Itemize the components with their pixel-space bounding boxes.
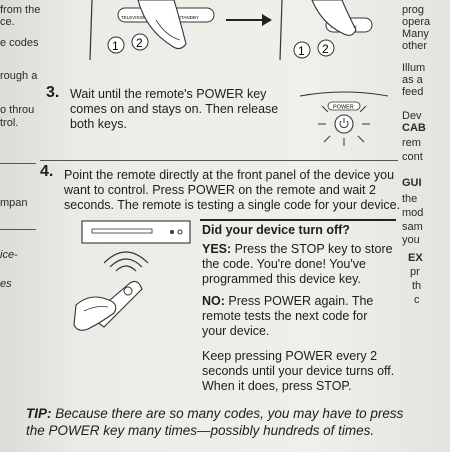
right-margin-text: sam: [402, 221, 423, 233]
panel-heading: Did your device turn off?: [202, 223, 350, 237]
left-margin-text: ice-: [0, 249, 18, 261]
tip-label: TIP:: [26, 406, 52, 421]
left-margin-text: mpan: [0, 197, 28, 209]
left-margin-text: trol.: [0, 117, 19, 129]
yes-text: programmed this device key.: [202, 272, 361, 286]
right-margin-text: c: [414, 294, 420, 306]
step-number: 3.: [46, 84, 60, 101]
right-margin-text: other: [402, 40, 428, 52]
keep-text: seconds until your device turns off.: [202, 364, 395, 378]
button-label: STANDBY: [178, 15, 199, 20]
step-text-line: want to control. Press POWER on the remo…: [64, 183, 376, 197]
no-label: NO:: [202, 294, 225, 308]
no-text: your device.: [202, 324, 270, 338]
step-text-line: seconds. The remote is testing a single …: [64, 198, 401, 212]
hand-icon: [73, 296, 117, 331]
right-margin-text: cont: [402, 151, 423, 163]
right-margin-text: prog: [402, 4, 425, 16]
left-margin-text: ce.: [0, 16, 15, 28]
left-margin-text: es: [0, 278, 12, 290]
keep-text: Keep pressing POWER every 2: [202, 349, 378, 363]
yes-text: Press the STOP key to store: [231, 242, 393, 256]
device-icon: [81, 220, 191, 244]
right-margin-text: opera: [402, 16, 431, 28]
step-text-line: Wait until the remote's POWER key: [70, 87, 267, 101]
section-divider: [40, 160, 398, 161]
power-key-illustration: POWER: [299, 91, 389, 146]
left-margin-text: from the: [0, 4, 41, 16]
right-margin-text: feed: [402, 86, 424, 98]
panel-top-rule: [200, 219, 396, 221]
right-margin-text: Dev: [402, 110, 422, 122]
right-margin-text: rem: [402, 137, 421, 149]
right-margin-text: you: [402, 234, 420, 246]
hand-pressing-keys-illustration: TELEVISION STANDBY 1 2 TELEVISION 1 2: [89, 0, 373, 61]
signal-waves-icon: [103, 251, 149, 272]
tip-note: TIP: Because there are so many codes, yo…: [26, 405, 446, 439]
step-text-line: comes on and stays on. Then release: [70, 102, 279, 116]
no-block: NO: Press POWER again. The remote tests …: [202, 294, 398, 339]
number-key: 1: [298, 44, 305, 58]
step-text-line: both keys.: [70, 117, 127, 131]
step-text: Point the remote directly at the front p…: [64, 168, 400, 213]
left-margin-rule: [0, 163, 36, 164]
step-text: Wait until the remote's POWER key comes …: [70, 87, 278, 132]
left-margin-text: rough a: [0, 70, 38, 82]
yes-block: YES: Press the STOP key to store the cod…: [202, 242, 398, 287]
number-key: 2: [136, 36, 143, 50]
yes-label: YES:: [202, 242, 232, 256]
step-text-line: Point the remote directly at the front p…: [64, 168, 395, 182]
number-key: 2: [322, 42, 329, 56]
right-margin-text: Many: [402, 28, 429, 40]
right-margin-text: the: [402, 193, 418, 205]
right-margin-text: Illum: [402, 62, 426, 74]
step-number: 4.: [40, 163, 54, 180]
no-text: remote tests the next code for: [202, 309, 368, 323]
tip-text: the POWER key many times—possibly hundre…: [26, 423, 375, 438]
left-margin-text: o throu: [0, 104, 35, 116]
right-margin-text: CAB: [402, 122, 426, 134]
right-margin-text: as a: [402, 74, 423, 86]
right-margin-text: EX: [408, 252, 423, 264]
remote-pointing-illustration: [73, 220, 191, 331]
number-key: 1: [112, 39, 119, 53]
left-margin-rule: [0, 229, 36, 230]
yes-text: the code. You're done! You've: [202, 257, 366, 271]
no-text: Press POWER again. The: [224, 294, 374, 308]
right-margin-text: pr: [410, 266, 420, 278]
tip-text: Because there are so many codes, you may…: [51, 406, 404, 421]
button-label: TELEVISION: [121, 15, 148, 20]
keep-text: When it does, press STOP.: [202, 379, 352, 393]
right-margin-text: mod: [402, 207, 424, 219]
keep-block: Keep pressing POWER every 2 seconds unti…: [202, 349, 398, 394]
power-label: POWER: [333, 105, 354, 111]
right-margin-text: th: [412, 280, 422, 292]
left-margin-text: e codes: [0, 37, 39, 49]
result-panel: Did your device turn off? YES: Press the…: [202, 223, 398, 394]
right-margin-text: GUI: [402, 177, 422, 189]
